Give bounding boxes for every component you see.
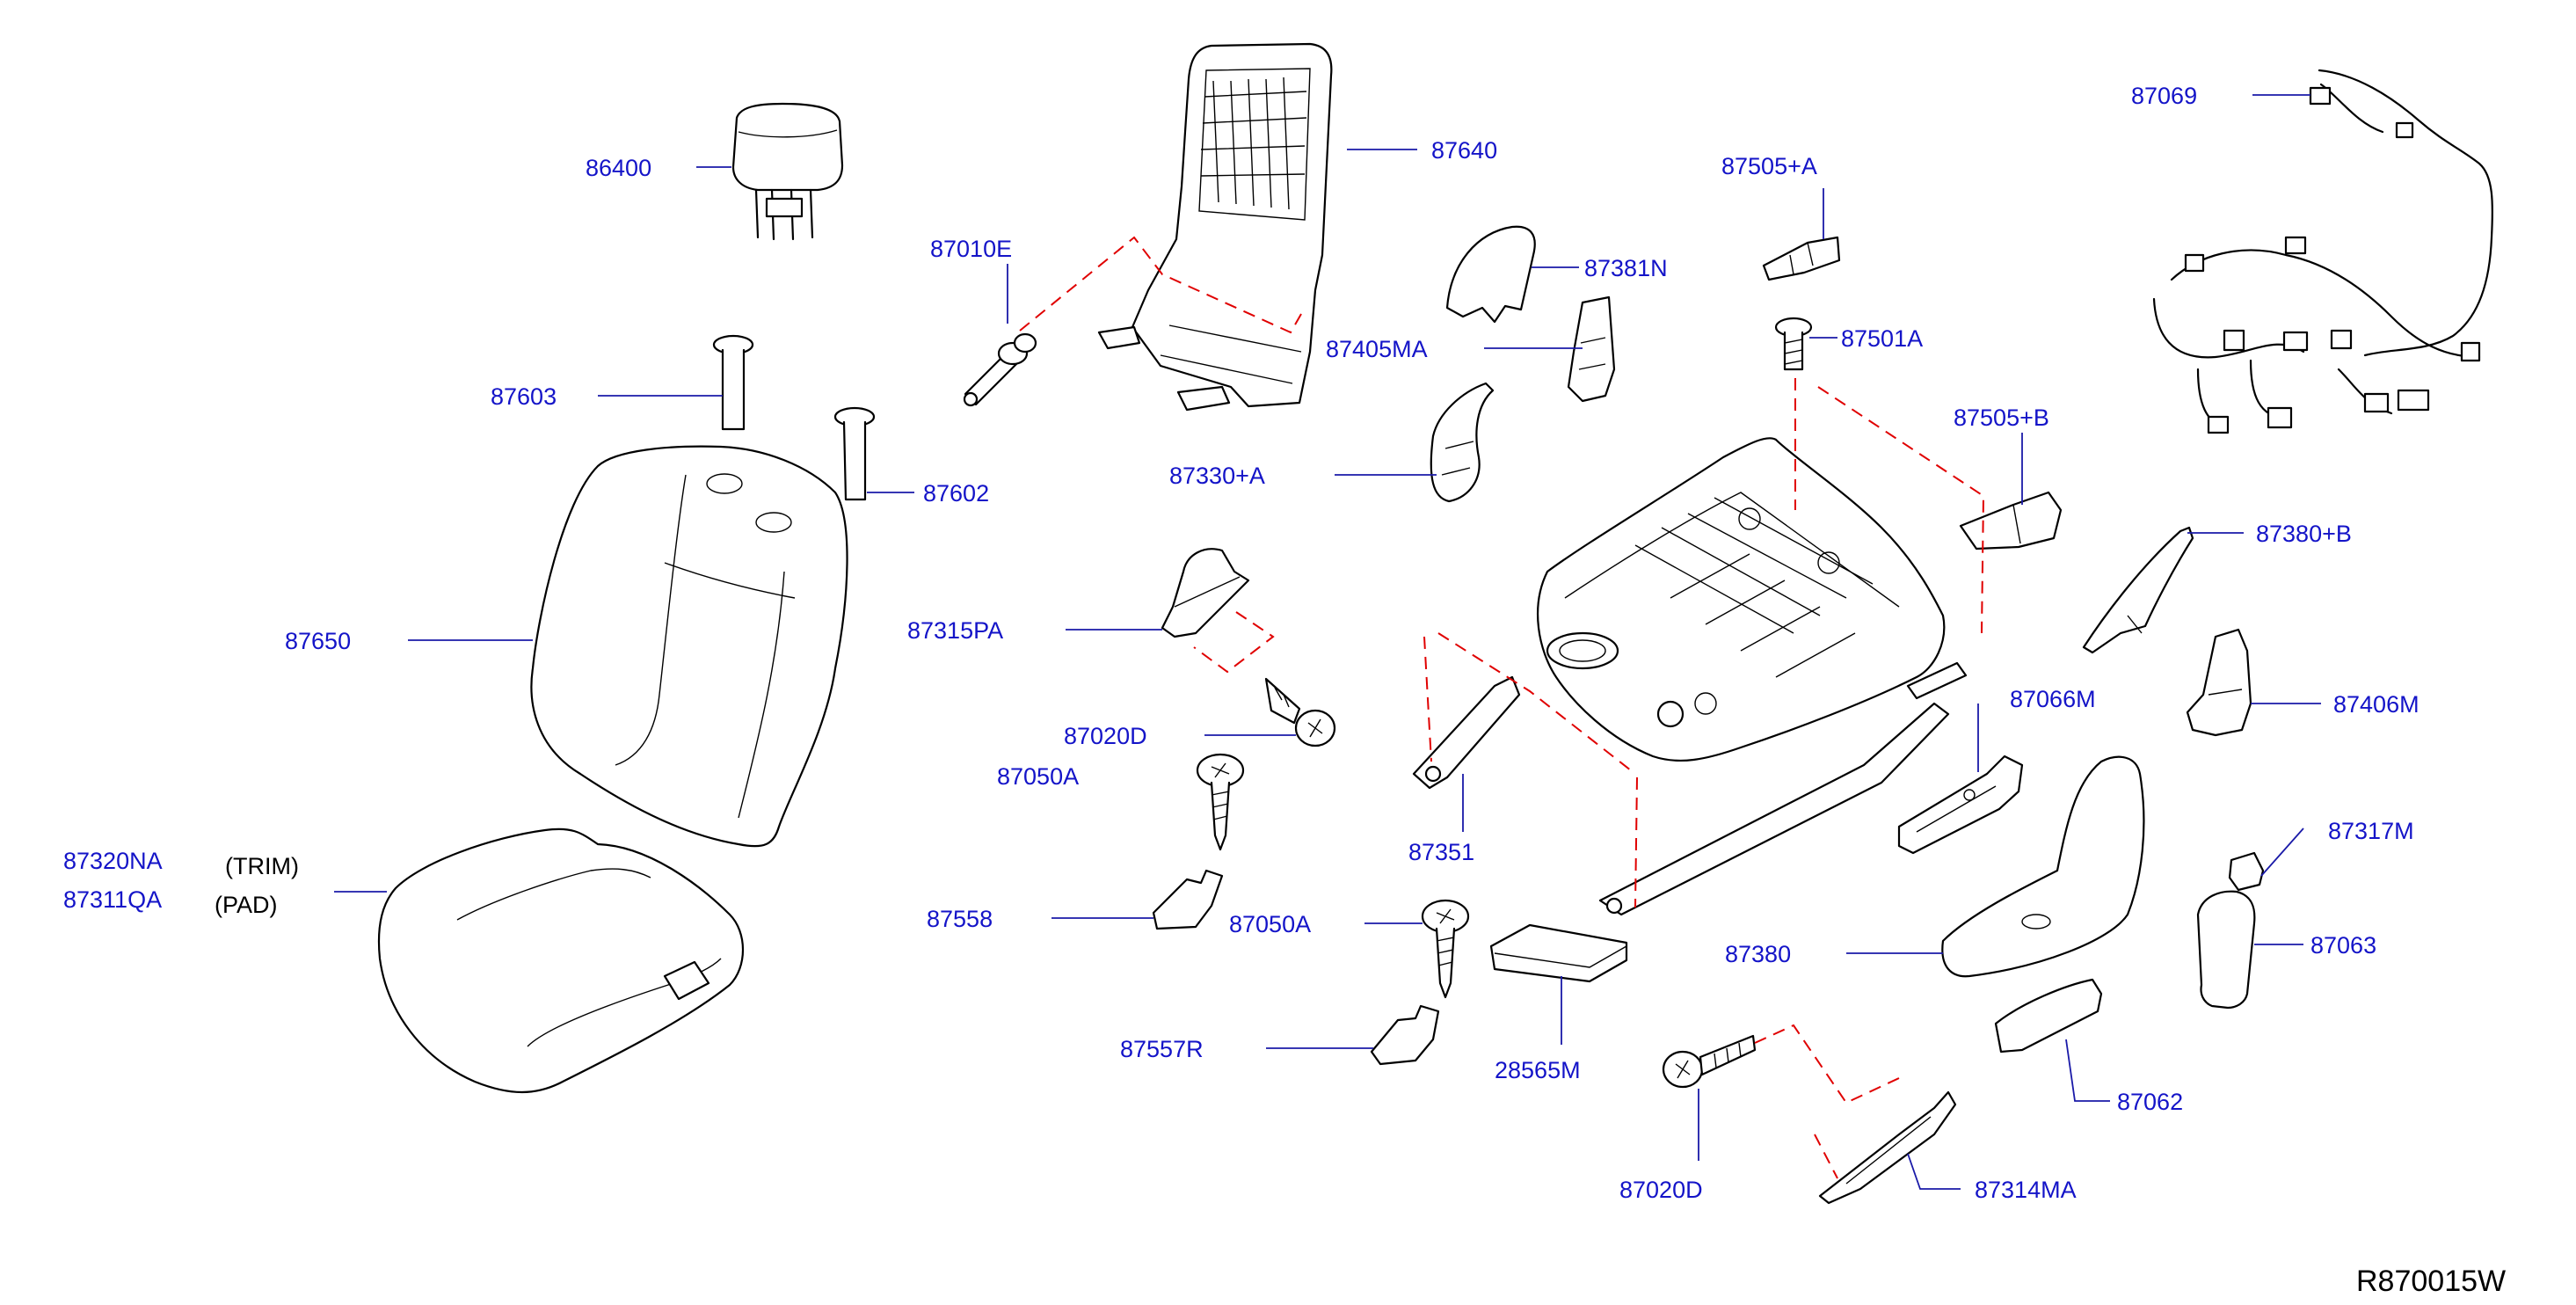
cover-87558-part [1152,869,1224,930]
seat-frame-part [1412,437,1968,916]
part-label-87330a: 87330+A [1169,463,1265,489]
trim-87315pa-part [1161,548,1250,638]
bracket-87505b-part [1959,491,2063,550]
part-label-87050a-upper: 87050A [997,763,1079,790]
phantom-lines [1019,236,1985,1179]
bracket-87505a-part [1762,236,1841,281]
part-label-87557r: 87557R [1120,1036,1204,1062]
part-label-87315pa: 87315PA [907,617,1003,644]
side-finisher-87380-part [1941,755,2145,978]
part-label-87069: 87069 [2131,83,2197,109]
part-label-87063: 87063 [2310,932,2376,959]
part-note-pad: (PAD) [215,892,278,918]
part-label-87405ma: 87405MA [1326,336,1428,362]
part-label-87505a: 87505+A [1721,153,1817,179]
part-label-87351: 87351 [1408,839,1474,865]
part-labels: 86400 87640 87010E 87381N 87505+A 87069 … [63,83,2420,1203]
finisher-87330a-part [1430,382,1495,503]
part-label-87602: 87602 [923,480,989,507]
finisher-87314ma-part [1818,1090,1957,1205]
part-label-87066m: 87066M [2010,686,2096,712]
part-label-87381n: 87381N [1584,255,1668,281]
part-label-87406m: 87406M [2333,691,2420,718]
part-label-87050a-lower: 87050A [1229,911,1311,937]
part-label-87062: 87062 [2117,1089,2183,1115]
part-note-trim: (TRIM) [225,853,299,879]
cap-87063-part [2196,890,2256,1010]
finisher-87062-part [1994,978,2103,1053]
module-28565m-part [1489,923,1628,983]
part-label-87380: 87380 [1725,941,1791,967]
wiring-harness-part [2152,69,2493,434]
leader-lines [334,94,2321,1190]
part-label-87314ma: 87314MA [1975,1177,2077,1203]
part-label-87020d-upper: 87020D [1064,723,1147,749]
seat-cushion-part [377,827,745,1094]
bolt-87501a-part [1774,317,1813,371]
part-label-87640: 87640 [1431,137,1497,164]
lever-pin-part [963,332,1037,407]
part-label-87558: 87558 [927,906,993,932]
switch-87066m-part [1897,755,2024,855]
seat-back-trim-part [530,445,848,848]
diagram-reference-code: R870015W [2356,1265,2506,1298]
part-label-87020d-lower: 87020D [1619,1177,1703,1203]
cover-87381n-part [1445,225,1536,324]
part-label-87603: 87603 [491,383,557,410]
part-label-28565m: 28565M [1495,1057,1581,1083]
part-label-87501a: 87501A [1841,325,1923,352]
screw-87050a-upper-part [1196,753,1245,851]
part-label-87010e: 87010E [930,236,1012,262]
part-label-86400: 86400 [586,155,651,181]
cover-87557r-part [1370,1004,1440,1066]
part-label-87505b: 87505+B [1954,405,2049,431]
part-label-87317m: 87317M [2328,818,2414,844]
headrest-guide-87603-part [712,334,754,431]
part-label-87380b: 87380+B [2256,521,2352,547]
screw-87020d-upper-part [1264,677,1336,747]
headrest-guide-87602-part [833,406,876,501]
screw-87020d-lower-part [1662,1034,1757,1089]
knob-87317m-part [2228,851,2265,892]
headrest-part [731,102,844,241]
part-label-87650: 87650 [285,628,351,654]
screw-87050a-lower-part [1421,899,1470,999]
finisher-87406m-part [2186,628,2252,737]
finisher-87405ma-part [1567,295,1616,403]
finisher-87380b-part [2082,526,2194,654]
part-label-87311qa: 87311QA [63,886,162,913]
seat-back-frame-part [1097,42,1333,412]
part-label-87320na: 87320NA [63,848,163,874]
